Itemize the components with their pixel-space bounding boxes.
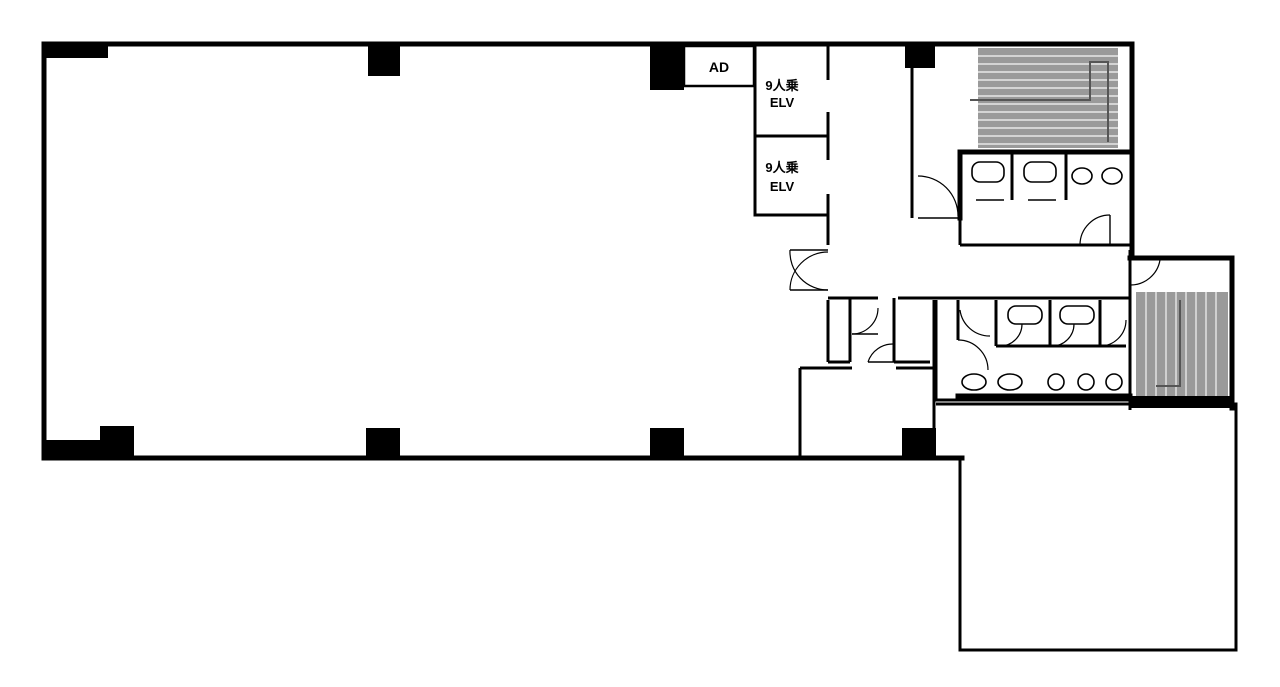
- small-service-rooms: [798, 298, 936, 458]
- urinal-lower-1: [1047, 373, 1065, 391]
- urinal-lower-2: [1077, 373, 1095, 391]
- sink-lower-1: [961, 373, 987, 391]
- structural-columns: [44, 42, 936, 458]
- corridor-walls: [826, 66, 1130, 362]
- column-bottom-left-2: [100, 426, 134, 458]
- ad-label: AD: [709, 59, 729, 75]
- lower-restroom: [934, 300, 1133, 402]
- elevator-1: 9人乗 ELV: [753, 46, 830, 138]
- elevator-2-label: ELV: [770, 179, 795, 194]
- main-office-room: [41, 41, 965, 461]
- column-top-mid: [368, 44, 400, 76]
- column-top-left: [44, 42, 108, 58]
- upper-staircase: [970, 48, 1118, 148]
- elevator-2-capacity: 9人乗: [765, 160, 798, 175]
- upper-restroom: [917, 149, 1161, 286]
- column-bottom-core: [902, 428, 936, 458]
- main-room-door: [789, 249, 829, 291]
- toilet-lower-1: [1007, 305, 1043, 325]
- lower-staircase: [1130, 292, 1232, 408]
- sink-upper-1: [1071, 167, 1093, 185]
- sink-lower-2: [997, 373, 1023, 391]
- ad-shaft: AD: [682, 44, 756, 88]
- toilet-upper-2: [1023, 161, 1057, 183]
- sink-upper-2: [1101, 167, 1123, 185]
- column-bottom-right: [650, 428, 684, 458]
- toilet-lower-2: [1059, 305, 1095, 325]
- toilet-upper-1: [971, 161, 1005, 183]
- elevator-1-capacity: 9人乗: [765, 78, 798, 93]
- elevator-1-label: ELV: [770, 95, 795, 110]
- elevator-2: 9人乗 ELV: [753, 136, 830, 217]
- column-top-right: [650, 44, 684, 90]
- column-bottom-mid: [366, 428, 400, 458]
- urinal-lower-3: [1105, 373, 1123, 391]
- column-core-top: [905, 44, 935, 68]
- lower-annex-room: [936, 402, 1238, 652]
